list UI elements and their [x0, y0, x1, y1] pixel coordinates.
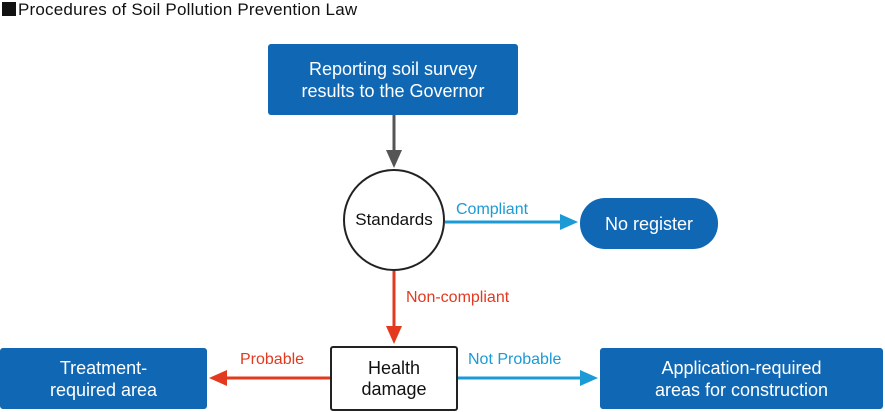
standards-label: Standards	[355, 210, 433, 229]
reporting-box-line1: Reporting soil survey	[308, 58, 478, 79]
arrow-health-to-application	[458, 370, 598, 386]
reporting-box: Reporting soil survey results to the Gov…	[268, 44, 518, 115]
treatment-required-box: Treatment- required area	[0, 348, 207, 409]
arrow-standards-to-no-register	[445, 214, 578, 230]
edge-label-not-probable: Not Probable	[468, 351, 562, 368]
edge-label-probable: Probable	[240, 351, 305, 368]
no-register-label: No register	[604, 213, 694, 234]
title-square-icon	[2, 2, 16, 16]
health-damage-box: Health damage	[330, 346, 458, 411]
edge-label-compliant: Compliant	[456, 201, 529, 218]
application-box-line2: areas for construction	[654, 379, 829, 400]
health-box-line1: Health	[367, 357, 421, 378]
arrow-health-to-treatment	[209, 370, 330, 386]
arrow-report-to-standards	[386, 115, 402, 168]
reporting-box-line2: results to the Governor	[301, 80, 485, 101]
diagram-title: Procedures of Soil Pollution Prevention …	[2, 0, 357, 20]
diagram-title-text: Procedures of Soil Pollution Prevention …	[18, 0, 358, 19]
treatment-box-line2: required area	[49, 379, 158, 400]
no-register-box: No register	[580, 198, 718, 249]
health-box-line2: damage	[361, 378, 427, 399]
standards-circle: Standards	[343, 169, 445, 271]
treatment-box-line1: Treatment-	[59, 357, 148, 378]
arrow-standards-to-health	[386, 271, 402, 344]
application-required-box: Application-required areas for construct…	[600, 348, 883, 409]
application-box-line1: Application-required	[661, 357, 822, 378]
edge-label-non-compliant: Non-compliant	[406, 289, 510, 306]
